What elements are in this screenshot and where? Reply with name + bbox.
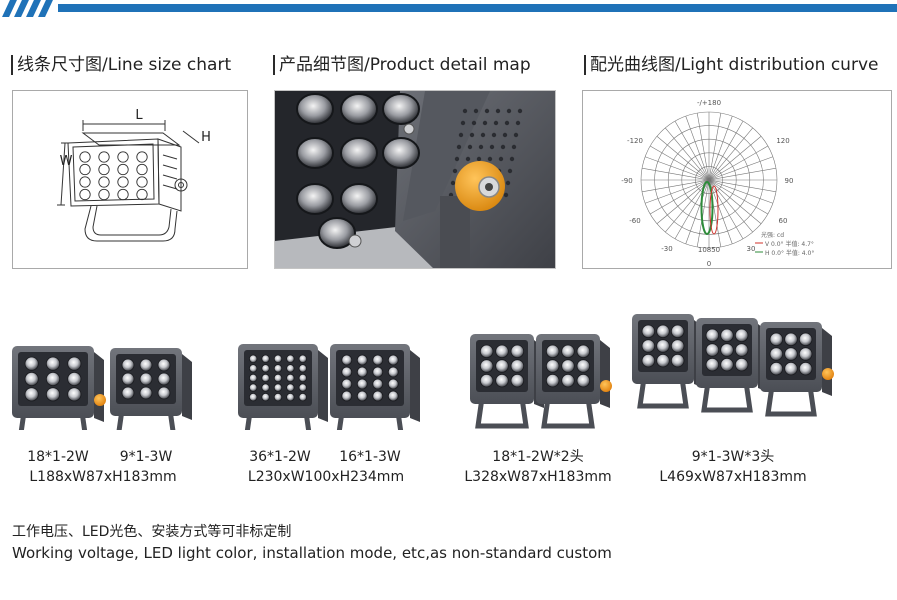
product-photo xyxy=(760,322,834,417)
product-size: L230xW100xH234mm xyxy=(247,469,405,485)
product-row-images xyxy=(12,314,834,430)
footer-note-en: Working voltage, LED light color, instal… xyxy=(12,544,612,562)
angle-label: 30 xyxy=(747,245,756,253)
product-photo xyxy=(238,344,328,430)
line-size-panel: L W H xyxy=(12,90,248,269)
angle-label: -60 xyxy=(629,217,640,225)
angle-label: -120 xyxy=(627,137,643,145)
header-stripe xyxy=(38,0,53,17)
line-drawing: L W H xyxy=(57,108,211,242)
header-bar xyxy=(58,4,897,12)
product-photo xyxy=(470,334,544,429)
product-detail-panel xyxy=(274,90,556,269)
product-photo xyxy=(110,348,192,430)
product-photo xyxy=(12,346,106,430)
legend-v: V 0.0° 半值: 4.7° xyxy=(765,240,814,248)
product-photo xyxy=(536,334,612,429)
header-band xyxy=(0,0,897,17)
angle-label: 90 xyxy=(785,177,794,185)
angle-label: 60 xyxy=(779,217,788,225)
angle-label-top: -/+180 xyxy=(697,99,721,107)
product-size: L188xW87xH183mm xyxy=(29,469,177,485)
footer-note-cn: 工作电压、LED光色、安装方式等可非标定制 xyxy=(12,524,292,540)
dim-label-height: H xyxy=(201,130,211,145)
product-photo xyxy=(632,314,704,409)
legend-h: H 0.0° 半值: 4.0° xyxy=(765,249,814,257)
product-size: L328xW87xH183mm xyxy=(464,469,612,485)
angle-label-bottom: 0 xyxy=(707,260,711,268)
dim-label-length: L xyxy=(135,108,143,123)
angle-label: -30 xyxy=(661,245,672,253)
product-spec-a: 36*1-2W xyxy=(249,449,311,465)
polar-chart: -/+180 -120 -90 -60 -30 120 90 60 30 0 1… xyxy=(621,99,814,268)
product-detail-image xyxy=(275,91,555,268)
light-curve-panel: -/+180 -120 -90 -60 -30 120 90 60 30 0 1… xyxy=(582,90,892,269)
section-title-product-detail: 产品细节图/Product detail map xyxy=(273,52,531,78)
product-spec: 9*1-3W*3头 xyxy=(691,449,775,465)
product-spec-a: 18*1-2W xyxy=(27,449,89,465)
section-title-light-curve: 配光曲线图/Light distribution curve xyxy=(584,52,878,78)
legend-title: 光强: cd xyxy=(761,231,784,239)
product-spec-b: 16*1-3W xyxy=(339,449,401,465)
product-spec: 18*1-2W*2头 xyxy=(492,449,584,465)
curve-v xyxy=(709,185,719,235)
angle-label: -90 xyxy=(621,177,632,185)
angle-label: 120 xyxy=(776,137,789,145)
dim-label-width: W xyxy=(60,154,73,169)
product-size: L469xW87xH183mm xyxy=(659,469,807,485)
curve-h xyxy=(700,181,714,235)
product-photo xyxy=(696,318,768,413)
product-spec-b: 9*1-3W xyxy=(119,449,173,465)
product-photo xyxy=(330,344,420,430)
scale-value: 10850 xyxy=(698,246,720,254)
section-title-line-size: 线条尺寸图/Line size chart xyxy=(11,52,231,78)
